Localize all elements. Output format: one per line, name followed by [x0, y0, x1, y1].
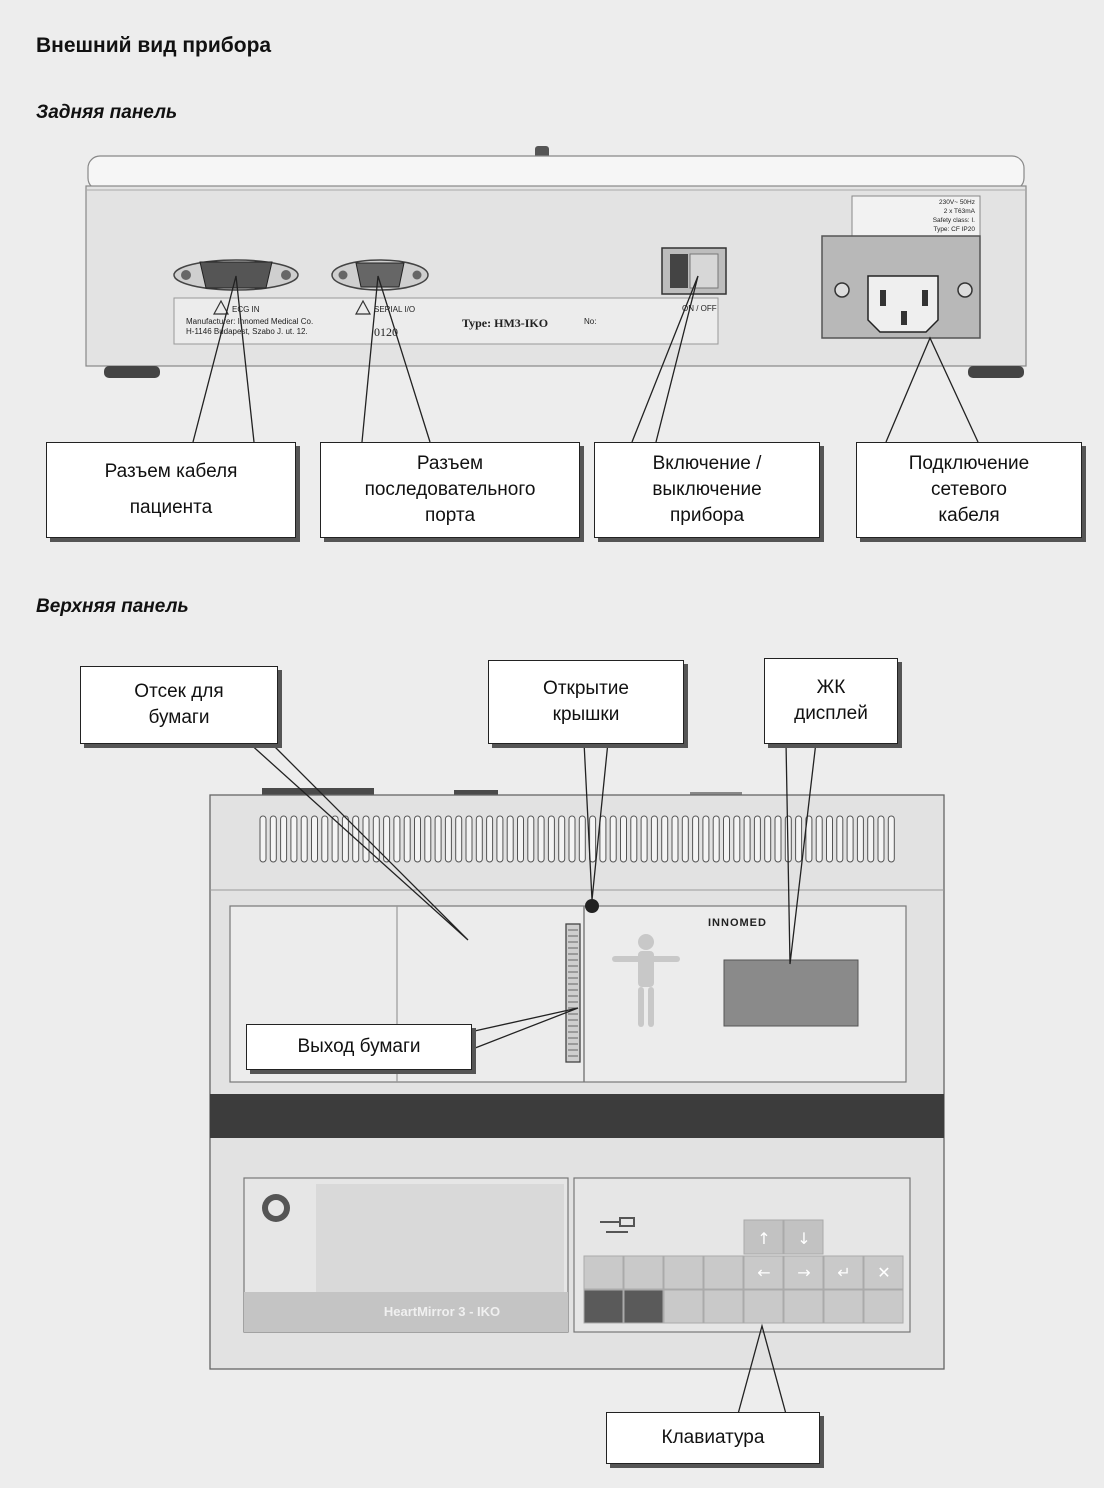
arrow-right-icon: →: [797, 1263, 810, 1282]
lcd-display: [723, 959, 859, 1027]
page-title: Внешний вид прибора: [36, 34, 272, 57]
arrow-down-icon: ↓: [797, 1229, 810, 1248]
svg-text:Safety class: I.: Safety class: I.: [933, 217, 975, 224]
dark-band: [210, 1094, 944, 1138]
top-callout-pointers: [247, 741, 817, 1415]
rear-panel-title: Задняя панель: [36, 102, 178, 123]
warning-triangle-icon: [354, 299, 372, 315]
model-name: HeartMirror 3 - IKO: [384, 1304, 500, 1319]
device-number-label: No:: [584, 317, 596, 326]
rating-label: [851, 195, 981, 237]
rear-body-top: [87, 155, 1025, 191]
electrode-placement-figure: [612, 934, 680, 1027]
top-panel: INNOMED HeartMirror 3 - IKO ↑ ↓ ← → ↵ ✕: [209, 741, 945, 1415]
manufacturer-line1: Manufacturer: Innomed Medical Co.: [186, 317, 313, 326]
rear-label-plate: [173, 297, 719, 345]
brand-label: INNOMED: [708, 917, 767, 929]
power-inlet: 230V~ 50Hz 2 x T63mA Safety class: I. Ty…: [821, 195, 981, 339]
lid-open-button: [585, 899, 599, 913]
callout-keypad: Клавиатура: [606, 1412, 820, 1464]
cable-icon: [600, 1217, 635, 1233]
ecg-in-label: ECG IN: [232, 305, 260, 314]
serial-connector: [331, 259, 429, 291]
arrow-up-icon: ↑: [757, 1229, 770, 1248]
ecg-connector: [173, 259, 299, 291]
callout-paper-exit: Выход бумаги: [246, 1024, 472, 1070]
serial-io-label: SERIAL I/O: [374, 305, 415, 314]
svg-text:230V~ 50Hz: 230V~ 50Hz: [939, 199, 975, 206]
rear-foot-left: [104, 366, 160, 378]
enter-icon: ↵: [837, 1263, 850, 1282]
cancel-icon: ✕: [877, 1263, 890, 1282]
manufacturer-line2: H-1146 Budapest, Szabo J. ut. 12.: [186, 327, 308, 336]
device-type-label: Type: HM3-IKO: [462, 316, 548, 330]
on-off-label: ON / OFF: [682, 304, 717, 313]
arrow-left-icon: ←: [757, 1263, 770, 1282]
power-switch: [661, 247, 727, 295]
keypad: ↑ ↓ ← → ↵ ✕: [583, 1217, 904, 1324]
vent-grille: [259, 815, 895, 863]
rear-panel: Manufacturer: Innomed Medical Co. H-1146…: [85, 146, 1027, 443]
rear-foot-right: [968, 366, 1024, 378]
svg-text:Type: CF IP20: Type: CF IP20: [933, 226, 975, 233]
rear-callout-pointers: [192, 275, 979, 443]
ce-mark-number: 0120: [374, 325, 398, 339]
warning-triangle-icon: [212, 299, 230, 315]
top-panel-title: Верхняя панель: [36, 596, 189, 617]
svg-text:2 x T63mA: 2 x T63mA: [944, 208, 976, 215]
paper-exit-slot: [565, 923, 581, 1063]
